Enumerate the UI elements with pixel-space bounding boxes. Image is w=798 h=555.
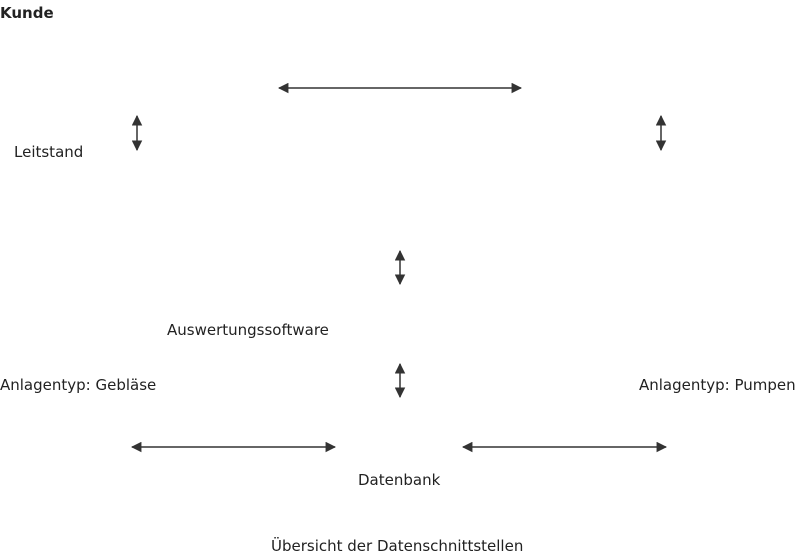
analysis-software-label: Auswertungssoftware: [167, 321, 329, 339]
customer-label: Kunde: [0, 4, 54, 22]
diagram-caption: Übersicht der Datenschnittstellen: [271, 537, 524, 555]
plant-blower-label: Anlagentyp: Gebläse: [0, 376, 157, 394]
database-label: Datenbank: [358, 471, 441, 489]
plant-pumps-label: Anlagentyp: Pumpen: [639, 376, 796, 394]
control-room-label: Leitstand: [14, 143, 84, 161]
